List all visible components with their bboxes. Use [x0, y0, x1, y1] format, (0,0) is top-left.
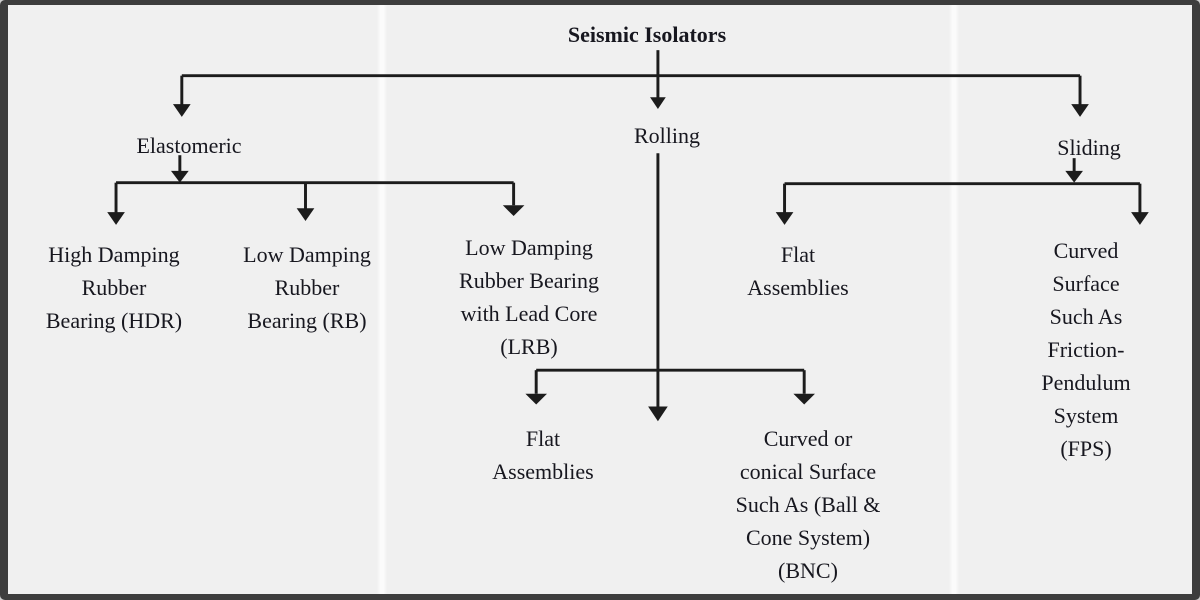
- arrowhead-to-elastomeric: [172, 104, 191, 117]
- node-low-damping-rubber-bearing-lead-core-lrb: Low Damping Rubber Bearing with Lead Cor…: [459, 235, 599, 359]
- arrowhead-to-sliding-flat: [775, 212, 794, 225]
- arrowhead-to-sliding: [1071, 104, 1089, 117]
- node-rolling: Rolling: [633, 123, 701, 148]
- node-curved-surface-friction-pendulum-fps: Curved Surface Such As Friction-Pendulum…: [1041, 238, 1131, 461]
- arrowhead-to-lrb: [502, 205, 525, 217]
- node-seismic-isolators: Seismic Isolators: [567, 22, 727, 47]
- node-curved-conical-surface-bnc: Curved or conical Surface Such As (Ball …: [735, 426, 881, 583]
- arrowhead-rolling-drop: [648, 406, 668, 422]
- node-rolling-flat-assemblies: Flat Assemblies: [492, 426, 594, 484]
- arrowhead-to-fps: [1131, 212, 1149, 225]
- arrowhead-to-rb: [296, 208, 315, 221]
- arrowhead-to-bnc: [793, 393, 815, 405]
- arrowhead-to-rolling-flat: [525, 393, 547, 405]
- panel-divider-right: [952, 5, 956, 594]
- node-elastomeric: Elastomeric: [136, 133, 242, 158]
- node-sliding-flat-assemblies: Flat Assemblies: [747, 242, 849, 300]
- arrowhead-root-to-rolling: [650, 97, 666, 110]
- connector-lines: [107, 50, 1149, 422]
- node-sliding: Sliding: [1057, 135, 1121, 160]
- arrowhead-sliding-drop: [1065, 170, 1083, 183]
- arrowhead-to-hdr: [107, 212, 125, 225]
- node-low-damping-rubber-bearing-rb: Low Damping Rubber Bearing (RB): [243, 242, 371, 333]
- panel-divider-left: [380, 5, 384, 594]
- node-high-damping-rubber-bearing-hdr: High Damping Rubber Bearing (HDR): [45, 242, 183, 333]
- arrowhead-elastomeric-drop: [171, 170, 189, 183]
